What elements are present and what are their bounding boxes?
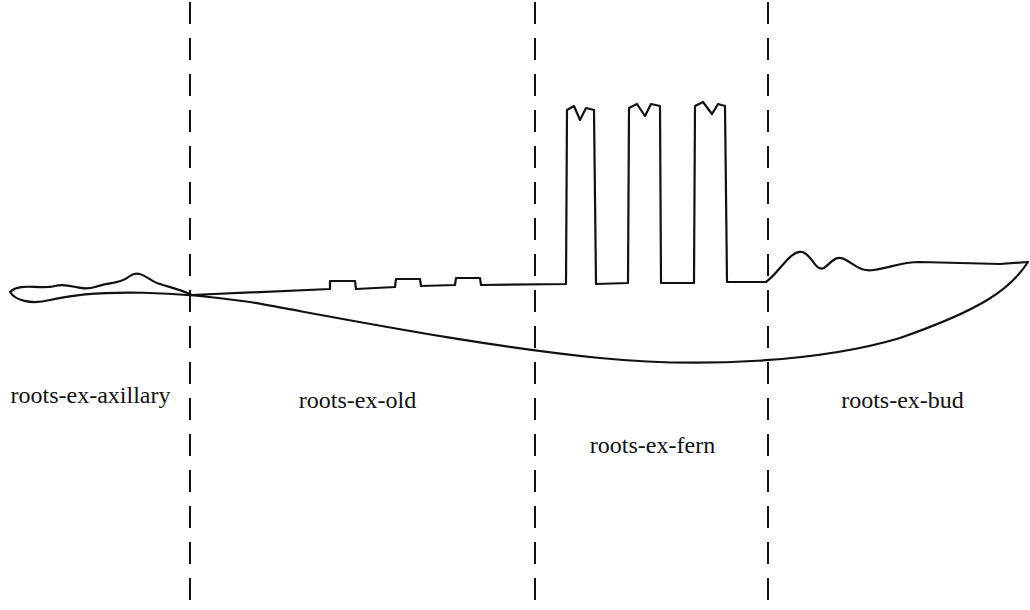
region-label: roots-ex-axillary: [8, 380, 173, 411]
region-label: roots-ex-bud: [820, 385, 985, 416]
divider-line: [767, 2, 769, 608]
rhizome-outline: [10, 102, 1028, 363]
region-label: roots-ex-old: [275, 385, 440, 416]
region-label: roots-ex-fern: [570, 430, 735, 461]
divider-line: [189, 2, 191, 608]
divider-line: [534, 2, 536, 608]
